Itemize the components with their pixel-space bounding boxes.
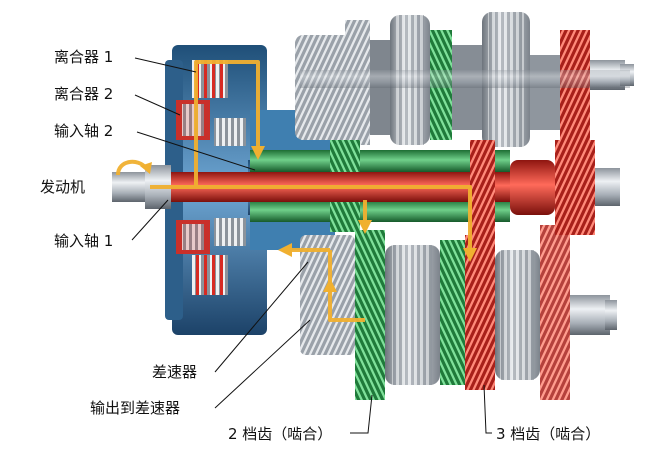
leader-lines — [131, 57, 492, 434]
label-input-shaft-1: 输入轴 1 — [54, 232, 114, 250]
label-gear-2-engaged: 2 档齿（啮合） — [228, 425, 333, 443]
label-clutch-2: 离合器 2 — [54, 85, 114, 103]
label-engine: 发动机 — [40, 178, 86, 196]
clutch-2-plates — [176, 100, 210, 254]
flow-arrowheads — [140, 146, 477, 292]
label-clutch-1: 离合器 1 — [54, 48, 114, 66]
upper-gear-cluster — [295, 12, 634, 147]
label-input-shaft-2: 输入轴 2 — [54, 122, 114, 140]
label-gear-3-engaged: 3 档齿（啮合） — [496, 425, 601, 443]
clutch-springs — [214, 118, 246, 246]
label-differential: 差速器 — [152, 363, 198, 381]
label-output-to-differential: 输出到差速器 — [90, 399, 181, 417]
lower-gear-cluster — [300, 225, 617, 400]
power-flow-path — [116, 60, 472, 322]
